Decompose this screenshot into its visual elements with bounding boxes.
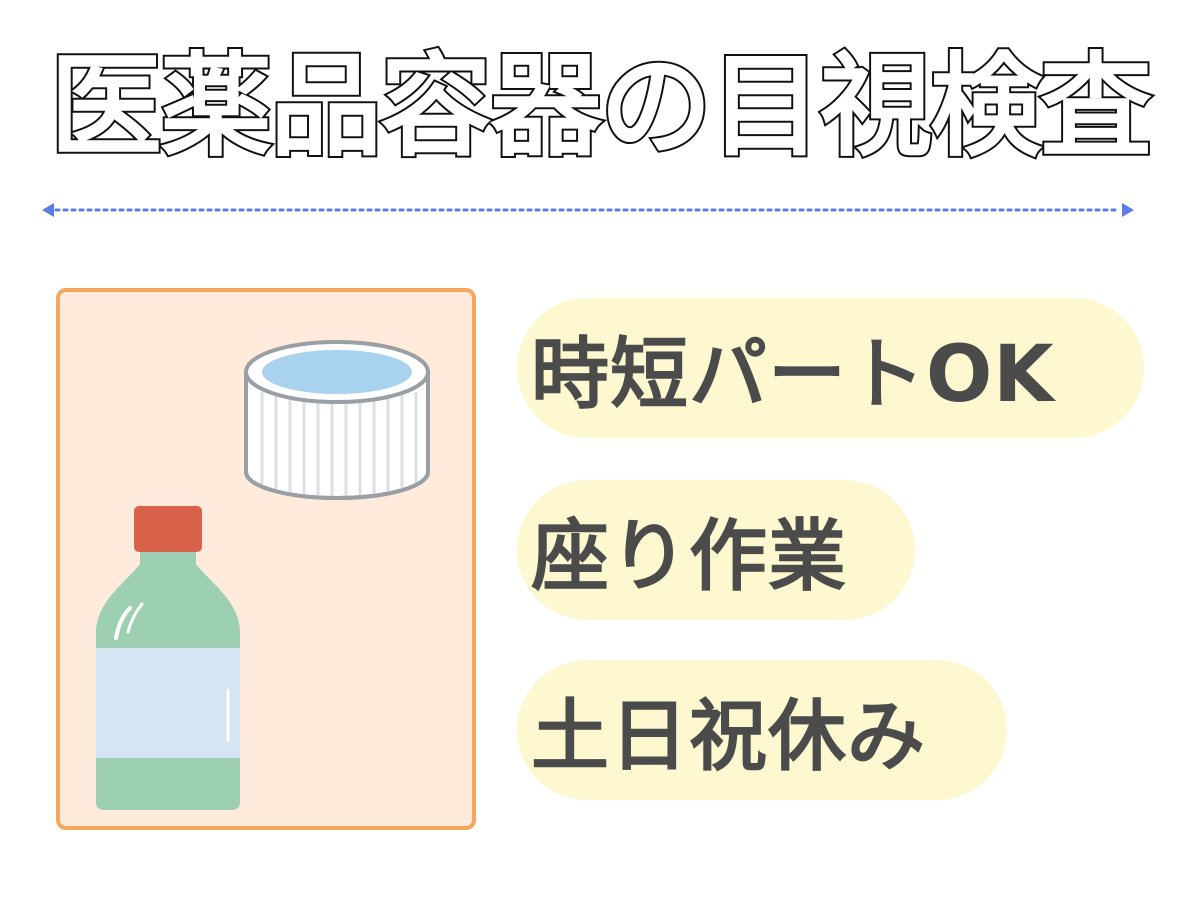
page-title: 医薬品容器の目視検査 xyxy=(48,40,1154,174)
feature-pill-weekends-off: 土日祝休み xyxy=(517,660,1007,800)
double-arrow-divider-icon xyxy=(42,203,1134,217)
feature-pill-part-time: 時短パートOK xyxy=(517,298,1144,438)
bottle-cap-lid-icon xyxy=(244,340,430,500)
feature-label: 土日祝休み xyxy=(531,692,927,782)
feature-label: 座り作業 xyxy=(531,512,848,602)
feature-label: 時短パートOK xyxy=(531,330,1055,420)
illustration-panel xyxy=(56,288,476,830)
feature-pill-seated-work: 座り作業 xyxy=(517,480,915,620)
medicine-bottle-icon xyxy=(96,506,240,810)
